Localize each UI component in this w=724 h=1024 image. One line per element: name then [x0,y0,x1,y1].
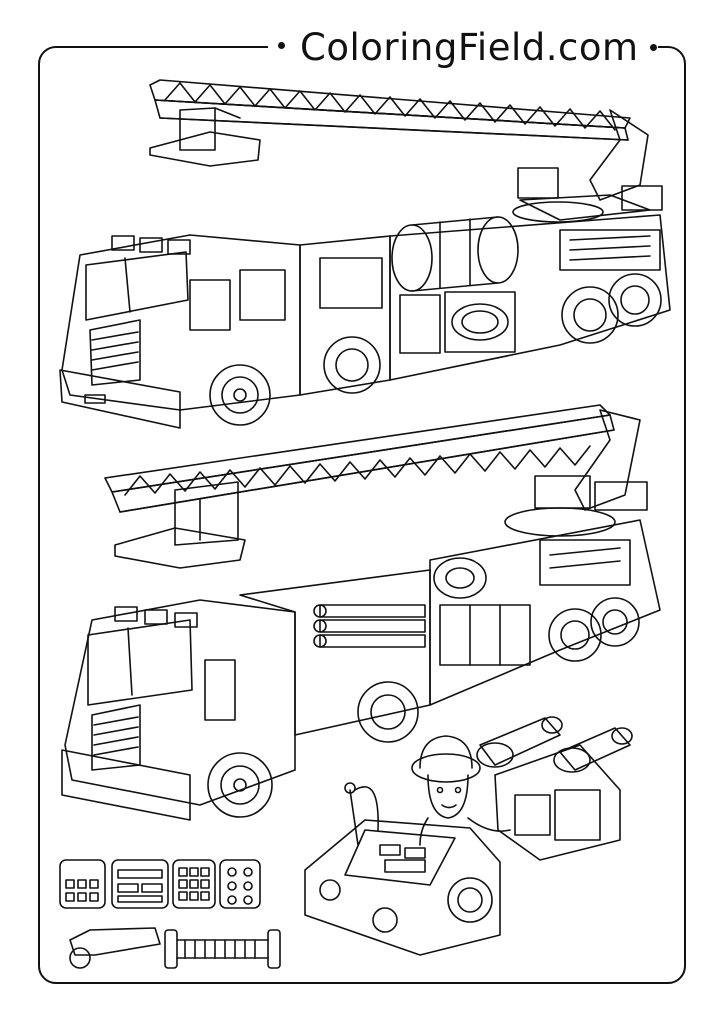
body-top [299,214,671,396]
title-right-dot [650,44,657,51]
accessory-icons [59,859,281,969]
header: ColoringField.com [0,22,724,72]
ladder-truck-top [59,79,671,429]
hose-reel-unit [476,716,633,861]
firefighter-character [411,735,511,846]
site-title: ColoringField.com [300,26,639,69]
title-background [268,30,658,70]
control-console [304,782,501,956]
cab-top [59,234,301,429]
ladder-top [149,79,663,223]
body-bottom [239,519,661,743]
ladder-bottom [104,404,648,569]
cab-bottom [61,599,296,821]
title-left-dot [278,42,285,49]
ladder-truck-bottom [61,404,661,821]
